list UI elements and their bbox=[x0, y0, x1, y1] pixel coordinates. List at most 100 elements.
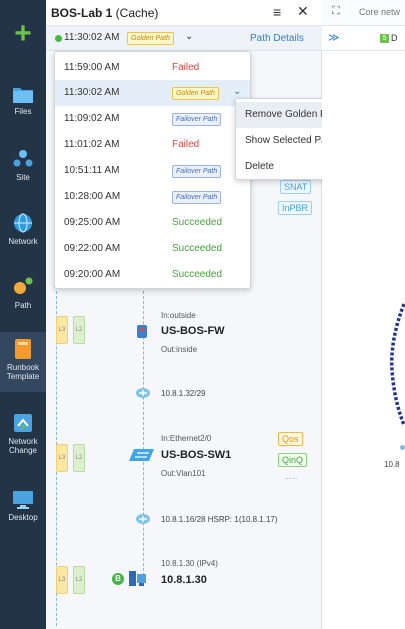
path-line-main bbox=[143, 286, 144, 586]
history-time: 09:25:00 AM bbox=[64, 217, 121, 228]
inpbr-tag: InPBR bbox=[278, 201, 313, 215]
qinq-tag: QinQ bbox=[278, 453, 308, 467]
l3-stack: L3 bbox=[56, 316, 68, 344]
failover-path-badge: Failover Path bbox=[172, 191, 222, 204]
menu-icon[interactable]: ≡ bbox=[273, 4, 282, 20]
path-diagram: SNAT InPBR L3 L2 In:outside US-BOS-FW Ou… bbox=[46, 51, 322, 629]
history-row[interactable]: 11:01:02 AM Failed bbox=[55, 132, 250, 158]
history-time: 09:22:00 AM bbox=[64, 243, 121, 254]
delete-menu-item[interactable]: Delete bbox=[245, 161, 274, 172]
subnet-1-label: 10.8.1.32/29 bbox=[161, 389, 206, 398]
panel-title-name: BOS-Lab 1 bbox=[51, 6, 113, 20]
history-status: Succeeded bbox=[172, 217, 223, 228]
history-time: 11:59:00 AM bbox=[64, 62, 120, 73]
history-status: Succeeded bbox=[172, 269, 223, 280]
sw-device-name[interactable]: US-BOS-SW1 bbox=[161, 449, 232, 461]
history-status: Succeeded bbox=[172, 243, 223, 254]
panel-title: BOS-Lab 1 (Cache) bbox=[51, 6, 158, 20]
failover-path-badge: Failover Path bbox=[172, 113, 222, 126]
current-path-badge: Golden Path bbox=[127, 31, 174, 45]
chevron-down-icon[interactable]: ⌄ bbox=[185, 31, 194, 42]
history-time: 11:30:02 AM bbox=[64, 87, 120, 98]
runbook-icon bbox=[15, 339, 31, 359]
history-time: 09:20:00 AM bbox=[64, 269, 121, 280]
map-marker-icon: 5 bbox=[380, 34, 389, 43]
host-server-icon[interactable] bbox=[128, 569, 148, 587]
switch-icon[interactable] bbox=[129, 448, 155, 462]
path-history-dropdown: 11:59:00 AM Failed 11:30:02 AM Golden Pa… bbox=[54, 51, 251, 289]
rail-item-network-change[interactable]: Network Change bbox=[0, 412, 46, 466]
map-tab-label[interactable]: Core netw bbox=[359, 7, 401, 17]
rail-item-desktop[interactable]: Desktop bbox=[0, 490, 46, 532]
expand-icon[interactable]: ⛶ bbox=[332, 5, 340, 17]
sw-out-interface: Out:Vlan101 bbox=[161, 469, 206, 478]
history-time: 11:09:02 AM bbox=[64, 113, 120, 124]
rail-label-network-change: Network Change bbox=[8, 437, 38, 455]
rail-label-site: Site bbox=[16, 173, 30, 182]
history-row[interactable]: 10:28:00 AM Failover Path bbox=[55, 184, 250, 210]
left-rail: + Files Site Network Path Runbook Templa… bbox=[0, 0, 46, 629]
map-sub-label: D bbox=[391, 33, 398, 43]
network-globe-icon bbox=[14, 213, 32, 233]
history-row[interactable]: 10:51:11 AM Failover Path bbox=[55, 158, 250, 184]
map-pane: ⛶ Core netw ≫ 5 D 10.8 bbox=[322, 0, 405, 629]
subnet-2-label: 10.8.1.16/28 HSRP: 1(10.8.1.17) bbox=[161, 515, 278, 524]
l2-stack: L2 bbox=[73, 566, 85, 594]
status-dot-icon bbox=[55, 35, 62, 42]
show-selected-path-menu-item[interactable]: Show Selected Path bbox=[245, 135, 336, 146]
history-row[interactable]: 11:59:00 AM Failed bbox=[55, 55, 250, 81]
host-ip-label: 10.8.1.30 (IPv4) bbox=[161, 559, 218, 568]
l3-stack: L3 bbox=[56, 566, 68, 594]
history-time: 10:51:11 AM bbox=[64, 165, 120, 176]
panel-title-suffix: (Cache) bbox=[112, 6, 159, 20]
map-tab-bar: ⛶ Core netw bbox=[322, 0, 405, 26]
history-time: 11:01:02 AM bbox=[64, 139, 120, 150]
rail-label-path: Path bbox=[14, 301, 32, 310]
desktop-icon bbox=[13, 491, 33, 509]
history-status: Failed bbox=[172, 62, 200, 73]
l2-stack: L2 bbox=[73, 444, 85, 472]
rail-label-runbook: Runbook Template bbox=[6, 363, 40, 381]
path-icon bbox=[14, 277, 33, 294]
fw-in-interface: In:outside bbox=[161, 311, 196, 320]
folder-icon bbox=[13, 88, 33, 103]
history-row-selected[interactable]: 11:30:02 AM Golden Path ⌄ bbox=[55, 80, 250, 106]
subnet-icon[interactable] bbox=[135, 387, 151, 399]
l2-stack: L2 bbox=[73, 316, 85, 344]
panel-header: BOS-Lab 1 (Cache) ≡ ✕ bbox=[46, 0, 322, 26]
rail-item-site[interactable]: Site bbox=[0, 148, 46, 190]
rail-item-files[interactable]: Files bbox=[0, 84, 46, 130]
map-node-dot[interactable] bbox=[400, 445, 405, 450]
l3-stack: L3 bbox=[56, 444, 68, 472]
path-details-link[interactable]: Path Details bbox=[250, 33, 304, 44]
chevron-down-icon[interactable]: ⌄ bbox=[233, 86, 242, 97]
more-tags-indicator[interactable]: ...... bbox=[284, 472, 298, 481]
fw-device-name[interactable]: US-BOS-FW bbox=[161, 325, 225, 337]
close-icon[interactable]: ✕ bbox=[297, 3, 309, 19]
history-status: Failed bbox=[172, 139, 200, 150]
map-sub-bar: ≫ 5 D bbox=[322, 26, 405, 51]
golden-path-badge: Golden Path bbox=[127, 32, 174, 45]
rail-item-path[interactable]: Path bbox=[0, 276, 46, 316]
history-row[interactable]: 09:20:00 AM Succeeded bbox=[55, 262, 250, 288]
current-path-time[interactable]: 11:30:02 AM bbox=[64, 32, 120, 43]
map-path-curve bbox=[390, 303, 405, 426]
rail-item-runbook-template[interactable]: Runbook Template bbox=[0, 332, 46, 392]
history-row[interactable]: 11:09:02 AM Failover Path bbox=[55, 106, 250, 132]
rail-label-files: Files bbox=[14, 107, 32, 116]
history-row[interactable]: 09:25:00 AM Succeeded bbox=[55, 210, 250, 236]
rail-item-network[interactable]: Network bbox=[0, 212, 46, 254]
path-selector-bar: 11:30:02 AM Golden Path ⌄ Path Details bbox=[46, 26, 322, 51]
subnet-icon[interactable] bbox=[135, 513, 151, 525]
host-name[interactable]: 10.8.1.30 bbox=[161, 574, 207, 586]
firewall-icon[interactable] bbox=[136, 323, 148, 339]
add-button[interactable]: + bbox=[14, 17, 32, 50]
network-change-icon bbox=[14, 414, 32, 432]
double-chevron-icon[interactable]: ≫ bbox=[328, 32, 340, 44]
history-row[interactable]: 09:22:00 AM Succeeded bbox=[55, 236, 250, 262]
rail-label-network: Network bbox=[8, 237, 38, 246]
history-time: 10:28:00 AM bbox=[64, 191, 121, 202]
host-marker-badge: B bbox=[112, 573, 124, 585]
rail-label-desktop: Desktop bbox=[8, 513, 38, 522]
failover-path-badge: Failover Path bbox=[172, 165, 222, 178]
